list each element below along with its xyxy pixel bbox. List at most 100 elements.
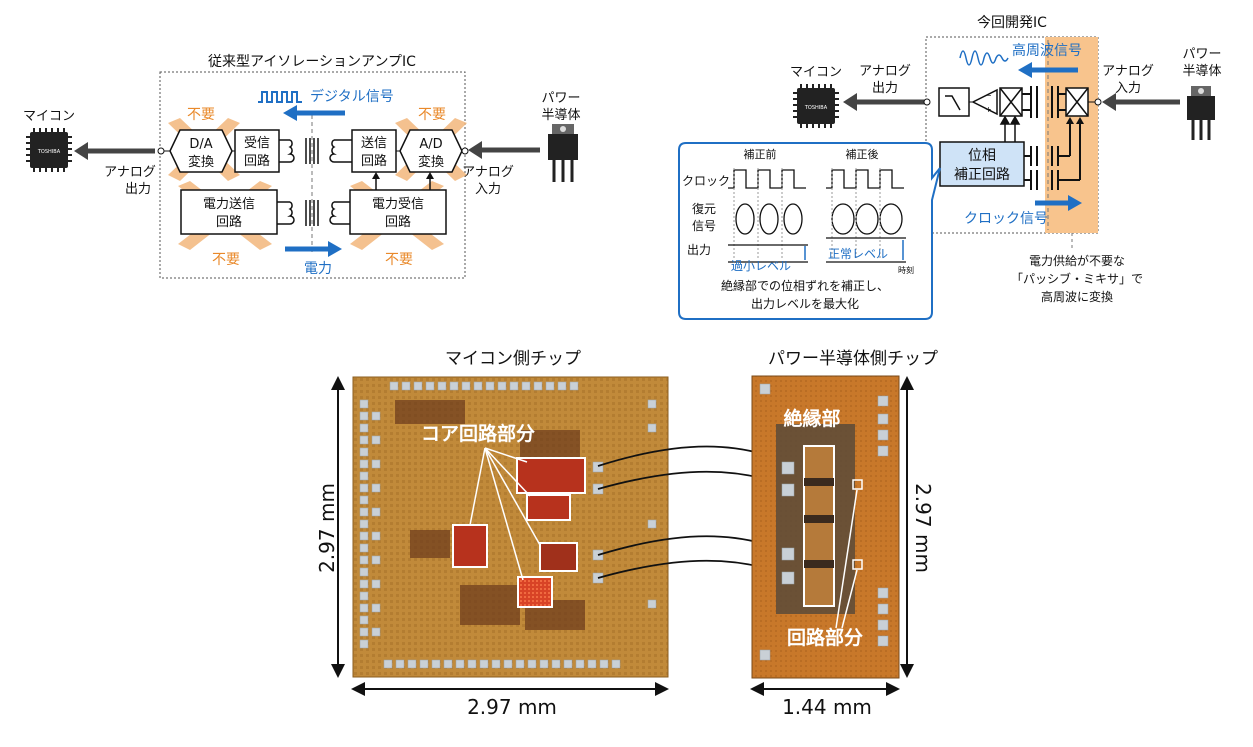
note-line-3: 高周波に変換 bbox=[1041, 289, 1113, 304]
inset-caption-1: 絶縁部での位相ずれを補正し、 bbox=[721, 278, 889, 293]
left-power-semi-1: パワー bbox=[541, 91, 580, 106]
power-label: 電力 bbox=[304, 261, 332, 277]
lpf-box bbox=[938, 87, 970, 117]
right-title: 今回開発IC bbox=[977, 15, 1047, 31]
inset-excess: 過小レベル bbox=[731, 259, 791, 273]
clock-wave-after bbox=[826, 169, 904, 189]
restored-wave-after bbox=[831, 203, 903, 235]
power-rx-box bbox=[349, 189, 447, 235]
transformer-bottom-icon bbox=[277, 200, 350, 226]
right-mcu-chip-icon: TOSHIBA bbox=[793, 84, 839, 128]
insulation-label: 絶縁部 bbox=[783, 407, 840, 430]
right-analog-in-2: 入力 bbox=[1115, 81, 1141, 96]
power-rx-label-2: 回路 bbox=[385, 214, 411, 230]
left-power-semi-2: 半導体 bbox=[541, 108, 580, 123]
rx-label-2: 回路 bbox=[244, 153, 270, 169]
hf-wave-icon bbox=[959, 50, 1009, 66]
circuit-box-2 bbox=[852, 559, 863, 570]
inset-clock: クロック bbox=[682, 174, 730, 188]
phase-label-2: 補正回路 bbox=[954, 167, 1010, 183]
left-diagram: 従来型アイソレーションアンプIC TOSHIBA マイコン アナログ 出力 bbox=[23, 54, 581, 279]
inset-time: 時刻 bbox=[898, 265, 914, 275]
right-mcu-label: マイコン bbox=[790, 65, 842, 80]
circuit-label: 回路部分 bbox=[787, 626, 863, 649]
clock-wave-before bbox=[728, 169, 806, 189]
isolation-caps-bottom bbox=[1024, 120, 1081, 190]
dim-left-h: 2.97 mm bbox=[315, 483, 339, 573]
hf-signal-label: 高周波信号 bbox=[1012, 42, 1082, 59]
power-rx-label-1: 電力受信 bbox=[372, 197, 424, 212]
phase-correction-box bbox=[939, 141, 1025, 187]
left-analog-in-2: 入力 bbox=[475, 182, 501, 197]
unneeded-label-2: 不要 bbox=[418, 107, 446, 123]
left-mcu-label: マイコン bbox=[23, 109, 75, 124]
unneeded-label-1: 不要 bbox=[187, 107, 215, 123]
svg-text:−: − bbox=[985, 91, 992, 100]
right-power-semi-icon bbox=[1187, 86, 1215, 140]
core-box-2 bbox=[526, 494, 571, 521]
right-analog-out-1: アナログ bbox=[859, 64, 911, 79]
left-power-semi-icon bbox=[548, 124, 578, 182]
phase-label-1: 位相 bbox=[968, 148, 996, 164]
ad-label-1: A/D bbox=[419, 137, 442, 152]
square-wave-icon bbox=[258, 91, 302, 103]
da-label-2: 変換 bbox=[188, 154, 214, 170]
inset-before: 補正前 bbox=[744, 147, 777, 161]
tx-label-2: 回路 bbox=[361, 153, 387, 169]
inset-normal: 正常レベル bbox=[828, 247, 888, 261]
dimension-lines bbox=[337, 382, 908, 690]
mcu-die-photo: コア回路部分 bbox=[352, 376, 669, 678]
left-title: 従来型アイソレーションアンプIC bbox=[208, 54, 416, 70]
svg-text:TOSHIBA: TOSHIBA bbox=[37, 149, 61, 155]
rx-box bbox=[234, 129, 280, 173]
tx-label-1: 送信 bbox=[361, 136, 387, 151]
note-line-2: 「パッシブ・ミキサ」で bbox=[1011, 271, 1143, 286]
clock-signal-label: クロック信号 bbox=[964, 211, 1048, 227]
right-power-semi-1: パワー bbox=[1182, 47, 1221, 62]
amp-icon bbox=[971, 88, 998, 116]
inset-output: 出力 bbox=[687, 243, 711, 257]
left-analog-out-2: 出力 bbox=[125, 182, 151, 197]
core-label: コア回路部分 bbox=[421, 422, 535, 445]
power-tx-label-1: 電力送信 bbox=[203, 197, 255, 212]
rx-label-1: 受信 bbox=[244, 136, 270, 151]
power-tx-label-2: 回路 bbox=[216, 214, 242, 230]
inset-callout bbox=[678, 142, 941, 320]
mcu-chip-title: マイコン側チップ bbox=[445, 349, 581, 369]
dim-left-w: 2.97 mm bbox=[467, 695, 557, 719]
right-analog-in-1: アナログ bbox=[1102, 64, 1154, 79]
left-mcu-chip-icon: TOSHIBA bbox=[26, 128, 72, 172]
svg-text:TOSHIBA: TOSHIBA bbox=[804, 105, 828, 111]
core-box-3 bbox=[539, 542, 578, 572]
chip-photos: マイコン側チップ パワー半導体側チップ bbox=[315, 349, 938, 719]
power-tx-box bbox=[180, 189, 278, 235]
unneeded-label-4: 不要 bbox=[385, 252, 413, 268]
inset-restored-1: 復元 bbox=[692, 201, 716, 216]
right-analog-out-2: 出力 bbox=[872, 81, 898, 96]
right-power-semi-2: 半導体 bbox=[1182, 64, 1221, 79]
right-diagram: 今回開発IC TOSHIBA マイコン アナログ 出力 − + bbox=[678, 15, 1222, 320]
tx-box bbox=[351, 129, 397, 173]
inset-after: 補正後 bbox=[846, 147, 879, 161]
restored-wave-before bbox=[735, 203, 803, 235]
dim-right-h: 2.97 mm bbox=[911, 483, 935, 573]
circuit-box-1 bbox=[852, 479, 863, 490]
isolation-caps-top bbox=[1022, 86, 1066, 118]
note-line-1: 電力供給が不要な bbox=[1029, 253, 1125, 268]
dim-right-w: 1.44 mm bbox=[782, 695, 872, 719]
core-box-5 bbox=[517, 576, 553, 608]
core-box-4 bbox=[452, 524, 488, 568]
left-analog-out-1: アナログ bbox=[104, 165, 156, 180]
svg-text:+: + bbox=[985, 105, 992, 114]
core-box-1 bbox=[516, 457, 586, 494]
unneeded-label-3: 不要 bbox=[212, 252, 240, 268]
da-label-1: D/A bbox=[189, 137, 212, 152]
power-die-photo: 絶縁部 回路部分 bbox=[751, 375, 900, 679]
digital-signal-label: デジタル信号 bbox=[310, 88, 394, 105]
inset-caption-2: 出力レベルを最大化 bbox=[751, 297, 859, 311]
insulation-box bbox=[803, 445, 835, 607]
transformer-top-icon bbox=[279, 138, 352, 164]
power-chip-title: パワー半導体側チップ bbox=[768, 349, 938, 369]
ad-label-2: 変換 bbox=[418, 154, 444, 170]
